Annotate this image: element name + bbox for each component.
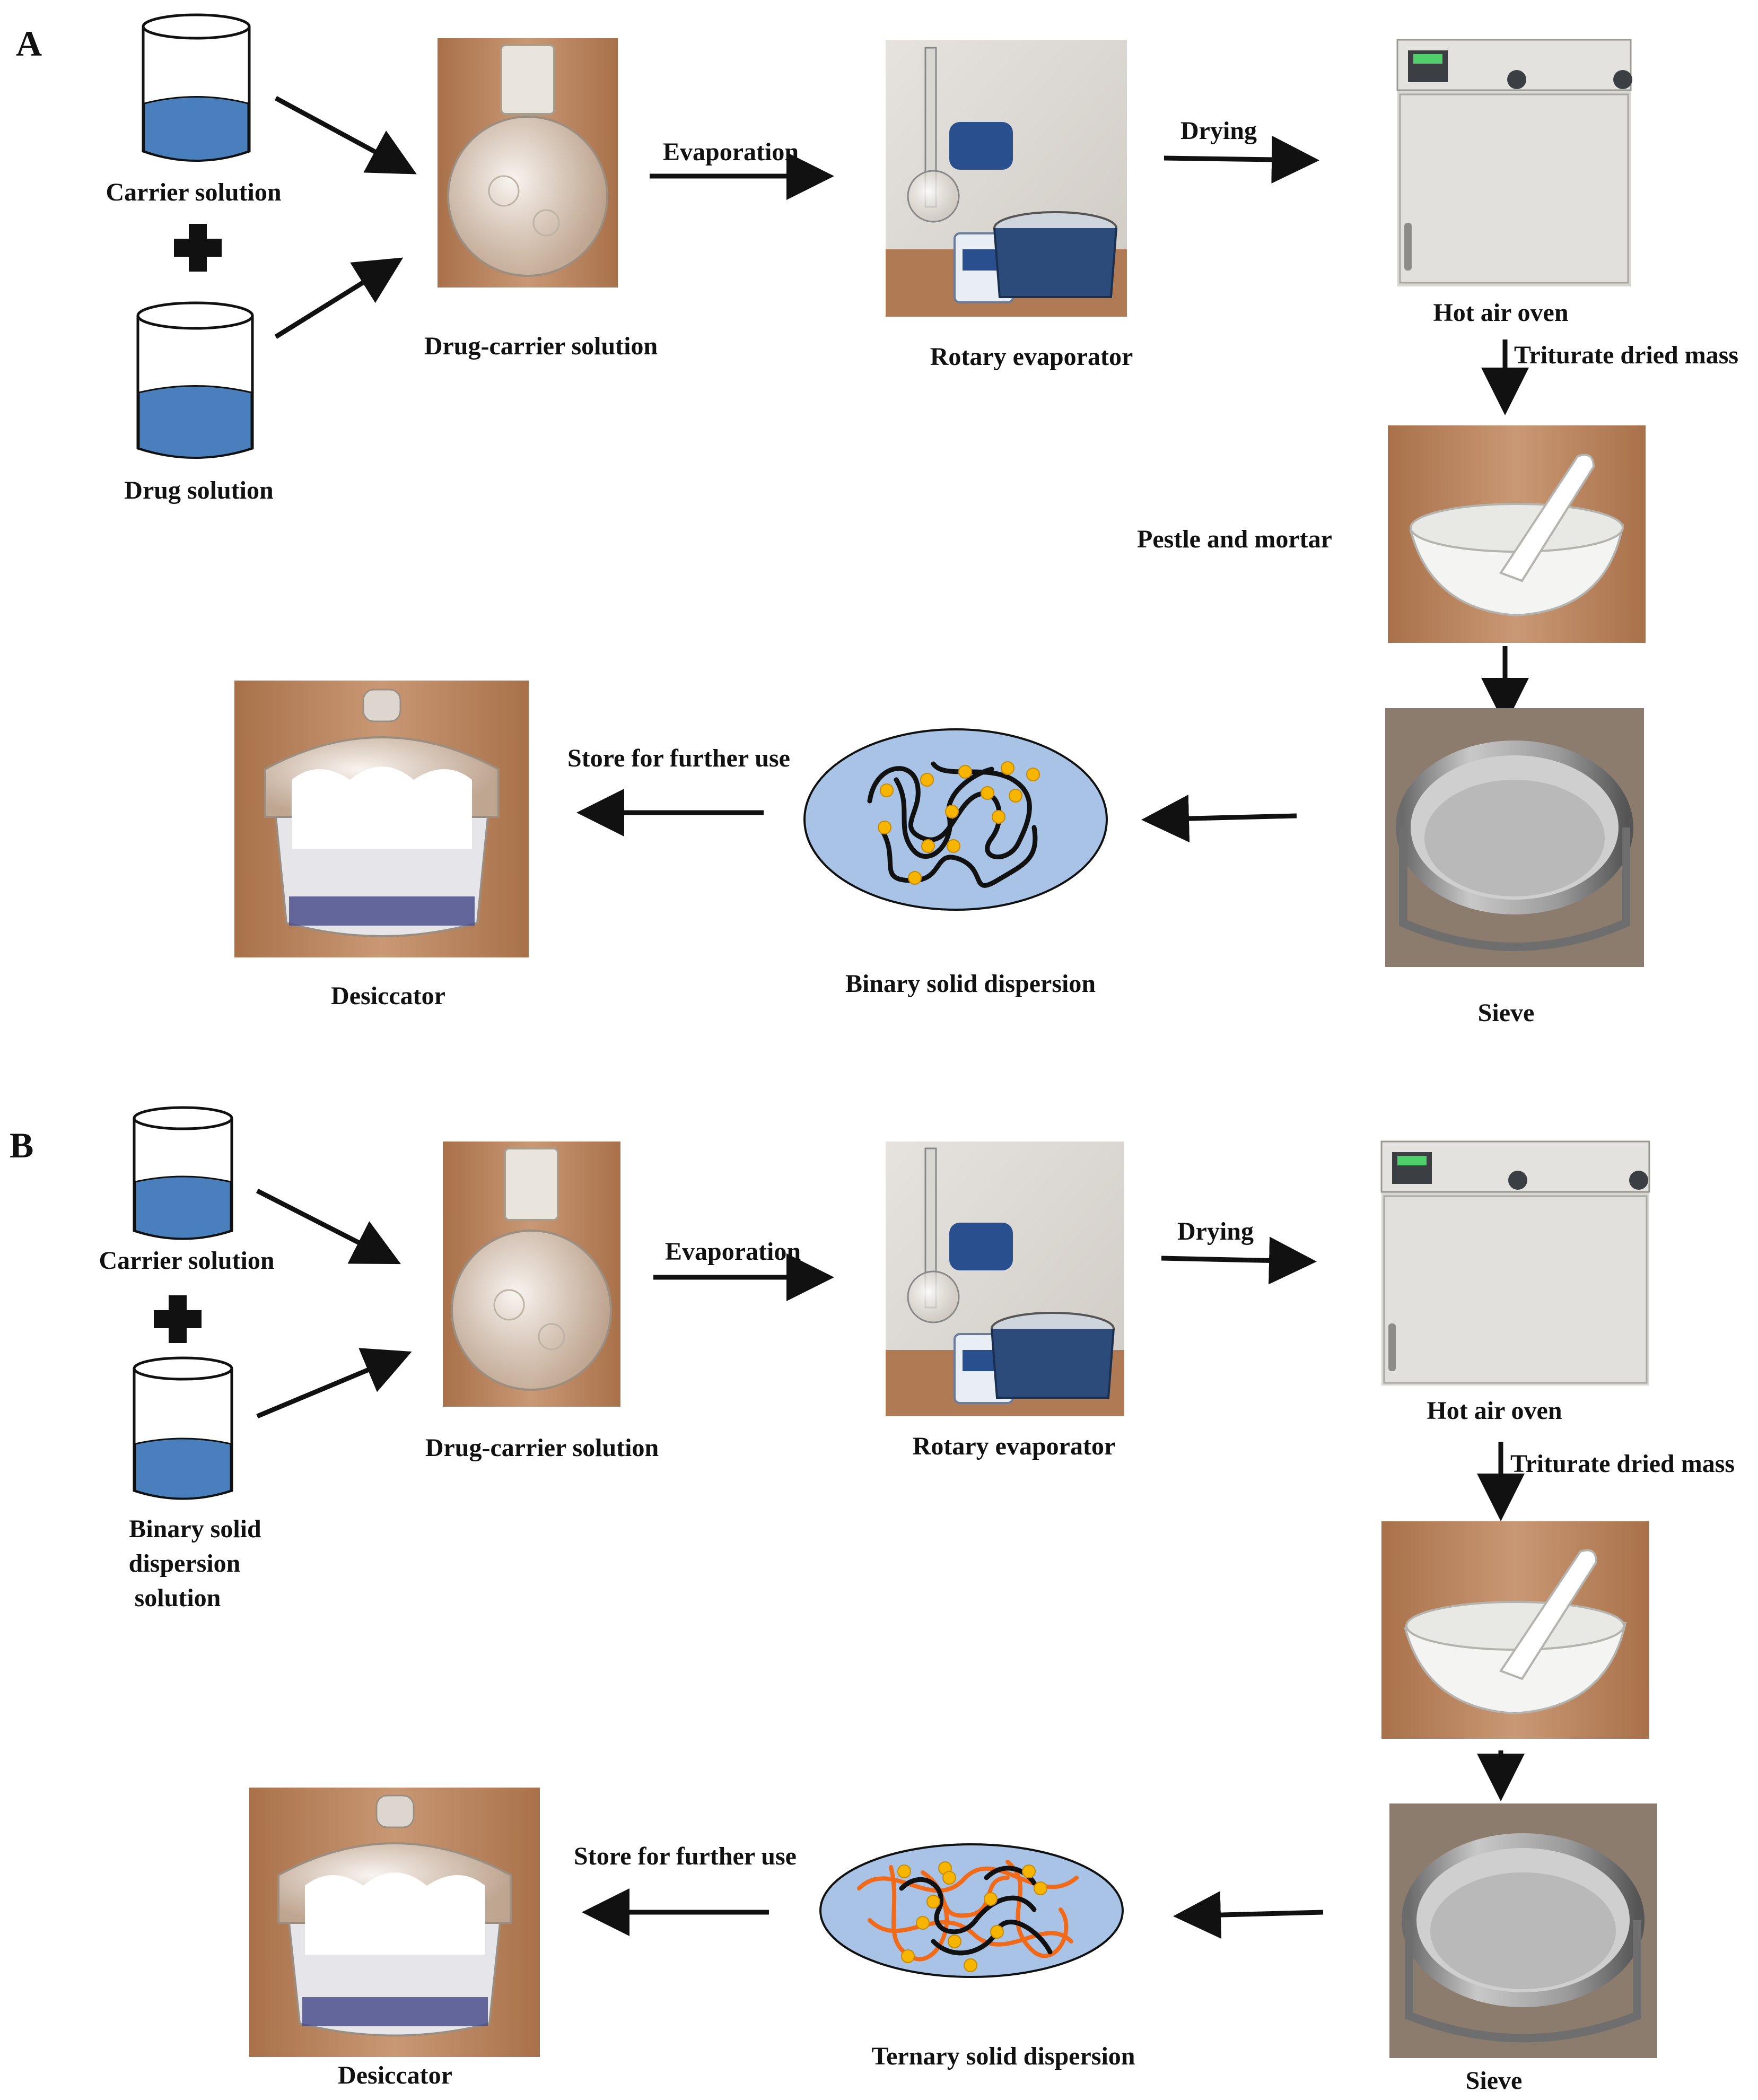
sieve-label: Sieve bbox=[1478, 999, 1535, 1027]
desiccator-label: Desiccator bbox=[338, 2061, 452, 2089]
sieve-photo bbox=[1385, 708, 1644, 967]
desiccator-photo bbox=[249, 1788, 540, 2057]
rotary-evaporator-photo bbox=[886, 40, 1127, 317]
panel-label-b: B bbox=[10, 1125, 33, 1165]
pestle-mortar-label: Pestle and mortar bbox=[1137, 525, 1332, 553]
drying-arrow bbox=[1161, 1236, 1317, 1285]
round-bottom-flask-photo bbox=[443, 1142, 620, 1407]
triturate-label: Triturate dried mass bbox=[1510, 1450, 1735, 1478]
hot-air-oven-label: Hot air oven bbox=[1433, 299, 1568, 327]
ternary-solid-dispersion-label: Ternary solid dispersion bbox=[872, 2042, 1135, 2070]
carrier-solution-label: Carrier solution bbox=[106, 178, 281, 206]
drug-to-flask-arrow bbox=[274, 257, 404, 339]
drying-label: Drying bbox=[1177, 1217, 1254, 1245]
rotary-evaporator-label: Rotary evaporator bbox=[913, 1432, 1116, 1460]
plus-icon bbox=[174, 224, 222, 272]
drug-solution-label: Drug solution bbox=[124, 476, 273, 504]
binary-dispersion-beaker-icon bbox=[133, 1356, 233, 1500]
binary-solid-dispersion-label: Binary solid dispersion bbox=[845, 970, 1096, 998]
evaporation-label: Evaporation bbox=[663, 138, 799, 166]
sieve-photo bbox=[1389, 1803, 1657, 2058]
drying-arrow bbox=[1164, 135, 1319, 184]
pestle-mortar-photo bbox=[1381, 1521, 1649, 1739]
plus-icon bbox=[154, 1295, 202, 1343]
hot-air-oven-label: Hot air oven bbox=[1427, 1397, 1562, 1425]
sieve-label: Sieve bbox=[1466, 2067, 1523, 2095]
panel-a: A Carrier solution Drug solution bbox=[16, 13, 1738, 1027]
carrier-to-flask-arrow bbox=[274, 96, 417, 175]
second-solution-label-line-3: solution bbox=[135, 1584, 221, 1612]
hot-air-oven-photo bbox=[1396, 39, 1632, 286]
rotary-evaporator-label: Rotary evaporator bbox=[930, 343, 1133, 371]
drug-carrier-solution-label: Drug-carrier solution bbox=[424, 332, 658, 360]
carrier-beaker-icon bbox=[142, 13, 251, 162]
drug-beaker-icon bbox=[136, 301, 254, 459]
desiccator-photo bbox=[234, 681, 529, 957]
sieve-to-dispersion-arrow bbox=[1173, 1891, 1324, 1939]
store-label: Store for further use bbox=[567, 744, 790, 772]
second-solution-label-line-2: dispersion bbox=[129, 1549, 241, 1578]
hot-air-oven-photo bbox=[1380, 1140, 1650, 1386]
second-to-flask-arrow bbox=[256, 1348, 412, 1419]
desiccator-label: Desiccator bbox=[331, 982, 445, 1010]
drug-carrier-solution-label: Drug-carrier solution bbox=[425, 1434, 659, 1462]
round-bottom-flask-photo bbox=[438, 38, 618, 287]
triturate-label: Triturate dried mass bbox=[1514, 341, 1738, 369]
carrier-solution-label: Carrier solution bbox=[99, 1247, 274, 1275]
second-solution-label-line-1: Binary solid bbox=[129, 1515, 261, 1543]
store-label: Store for further use bbox=[574, 1842, 797, 1870]
drying-label: Drying bbox=[1180, 117, 1257, 145]
panel-label-a: A bbox=[16, 23, 42, 64]
evaporation-label: Evaporation bbox=[665, 1238, 801, 1266]
ternary-dispersion-schematic bbox=[819, 1843, 1124, 1978]
pestle-mortar-photo bbox=[1388, 425, 1646, 643]
binary-dispersion-schematic bbox=[803, 728, 1108, 911]
carrier-beaker-icon bbox=[133, 1106, 233, 1240]
sieve-to-dispersion-arrow bbox=[1141, 795, 1297, 843]
rotary-evaporator-photo bbox=[886, 1142, 1124, 1416]
panel-b: B Carrier solution Binary solid dispersi… bbox=[10, 1106, 1735, 2095]
carrier-to-flask-arrow bbox=[256, 1188, 401, 1265]
